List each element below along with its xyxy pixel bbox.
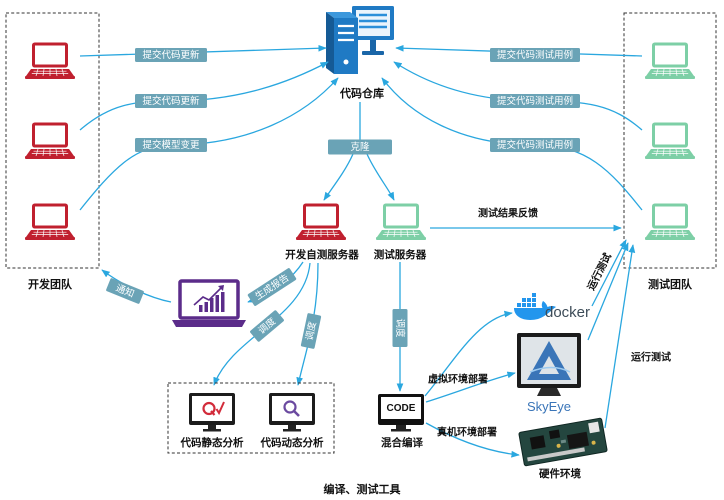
dev-server-laptop-icon xyxy=(296,203,346,241)
repo-label: 代码仓库 xyxy=(339,86,384,100)
server-icon xyxy=(326,6,394,74)
tag-text: 提交代码测试用例 xyxy=(497,49,573,61)
test-team-label: 测试团队 xyxy=(648,277,693,291)
tag-dispatch-compile: 调度 xyxy=(392,309,408,347)
hardware-label: 硬件环境 xyxy=(539,467,581,480)
tag-report: 生成报告 xyxy=(247,268,297,306)
arrow-run-test-docker xyxy=(591,239,627,307)
tag-text: 调度 xyxy=(394,318,406,338)
dev-team-group xyxy=(5,12,100,269)
tools-label: 编译、测试工具 xyxy=(324,482,401,496)
tag-bg xyxy=(490,94,580,108)
dynamic-analysis-label: 代码动态分析 xyxy=(260,436,324,449)
arrow-deploy-skyeye xyxy=(425,371,516,403)
code-monitor-icon xyxy=(378,394,424,432)
tag-notify: 通知 xyxy=(106,278,144,304)
docker-whale-icon xyxy=(514,293,556,320)
tag-test-commit-1: 提交代码测试用例 xyxy=(490,48,580,62)
docker-logo-text: docker xyxy=(545,304,590,321)
arrow-clone-test xyxy=(366,153,395,201)
arrow-run-test-skyeye xyxy=(587,242,629,341)
tag-bg xyxy=(328,139,392,155)
skyeye-logo-text: SkyEye xyxy=(527,399,571,414)
code-screen-text: CODE xyxy=(387,403,416,414)
tag-bg xyxy=(135,138,207,152)
dev-laptop-icon xyxy=(25,203,75,241)
tag-dispatch-static: 调度 xyxy=(250,310,284,342)
tag-text: 提交代码更新 xyxy=(142,49,200,61)
tag-bg xyxy=(392,309,408,347)
static-analysis-label: 代码静态分析 xyxy=(180,436,244,449)
mixed-compile-label: 混合编译 xyxy=(381,436,423,449)
test-laptop-icon xyxy=(645,42,695,80)
tag-bg xyxy=(300,313,322,349)
tag-text: 调度 xyxy=(303,320,319,342)
tag-dispatch-dynamic: 调度 xyxy=(300,313,322,349)
magnifier-monitor-icon xyxy=(269,393,315,432)
test-server-laptop-icon xyxy=(376,203,426,241)
circuit-board-icon xyxy=(518,417,608,467)
feedback-label: 测试结果反馈 xyxy=(478,207,538,220)
test-server-label: 测试服务器 xyxy=(374,248,427,261)
arrow-deploy-docker xyxy=(424,310,513,397)
tag-dev-commit-1: 提交代码更新 xyxy=(135,48,207,62)
tag-text: 生成报告 xyxy=(253,272,291,303)
tag-bg xyxy=(490,48,580,62)
dev-laptop-icon xyxy=(25,122,75,160)
tag-bg xyxy=(106,278,144,304)
report-laptop-icon xyxy=(172,279,246,327)
run-test-real-label: 运行测试 xyxy=(631,351,671,364)
virtual-deploy-label: 虚拟环境部署 xyxy=(428,373,488,386)
tag-test-commit-3: 提交代码测试用例 xyxy=(490,138,580,152)
tag-bg xyxy=(135,48,207,62)
dev-server-label: 开发自测服务器 xyxy=(285,248,359,261)
test-laptop-icon xyxy=(645,122,695,160)
test-laptop-icon xyxy=(645,203,695,241)
dev-team-label: 开发团队 xyxy=(28,277,73,291)
arrow-clone-dev xyxy=(323,153,354,201)
tools-group xyxy=(167,382,335,454)
tag-bg xyxy=(135,94,207,108)
tag-text: 提交代码测试用例 xyxy=(497,139,573,151)
arrow-dev-model xyxy=(79,77,339,211)
skyeye-monitor-icon xyxy=(517,333,581,396)
real-deploy-label: 真机环境部署 xyxy=(437,426,497,439)
tag-text: 提交模型变更 xyxy=(142,139,200,151)
tag-clone: 克隆 xyxy=(328,139,392,155)
tag-dev-commit-2: 提交代码更新 xyxy=(135,94,207,108)
arrow-deploy-hardware xyxy=(425,422,520,458)
tag-bg xyxy=(250,310,284,342)
tag-dev-model: 提交模型变更 xyxy=(135,138,207,152)
tag-bg xyxy=(247,268,297,306)
tag-test-commit-2: 提交代码测试用例 xyxy=(490,94,580,108)
tag-text: 提交代码更新 xyxy=(142,95,200,107)
tag-bg xyxy=(490,138,580,152)
dev-laptop-icon xyxy=(25,42,75,80)
tag-text: 克隆 xyxy=(350,141,370,153)
static-analysis-monitor-icon xyxy=(189,393,235,432)
test-team-group xyxy=(623,12,717,269)
arrow-run-test-hardware xyxy=(604,244,636,429)
tag-text: 提交代码测试用例 xyxy=(497,95,573,107)
